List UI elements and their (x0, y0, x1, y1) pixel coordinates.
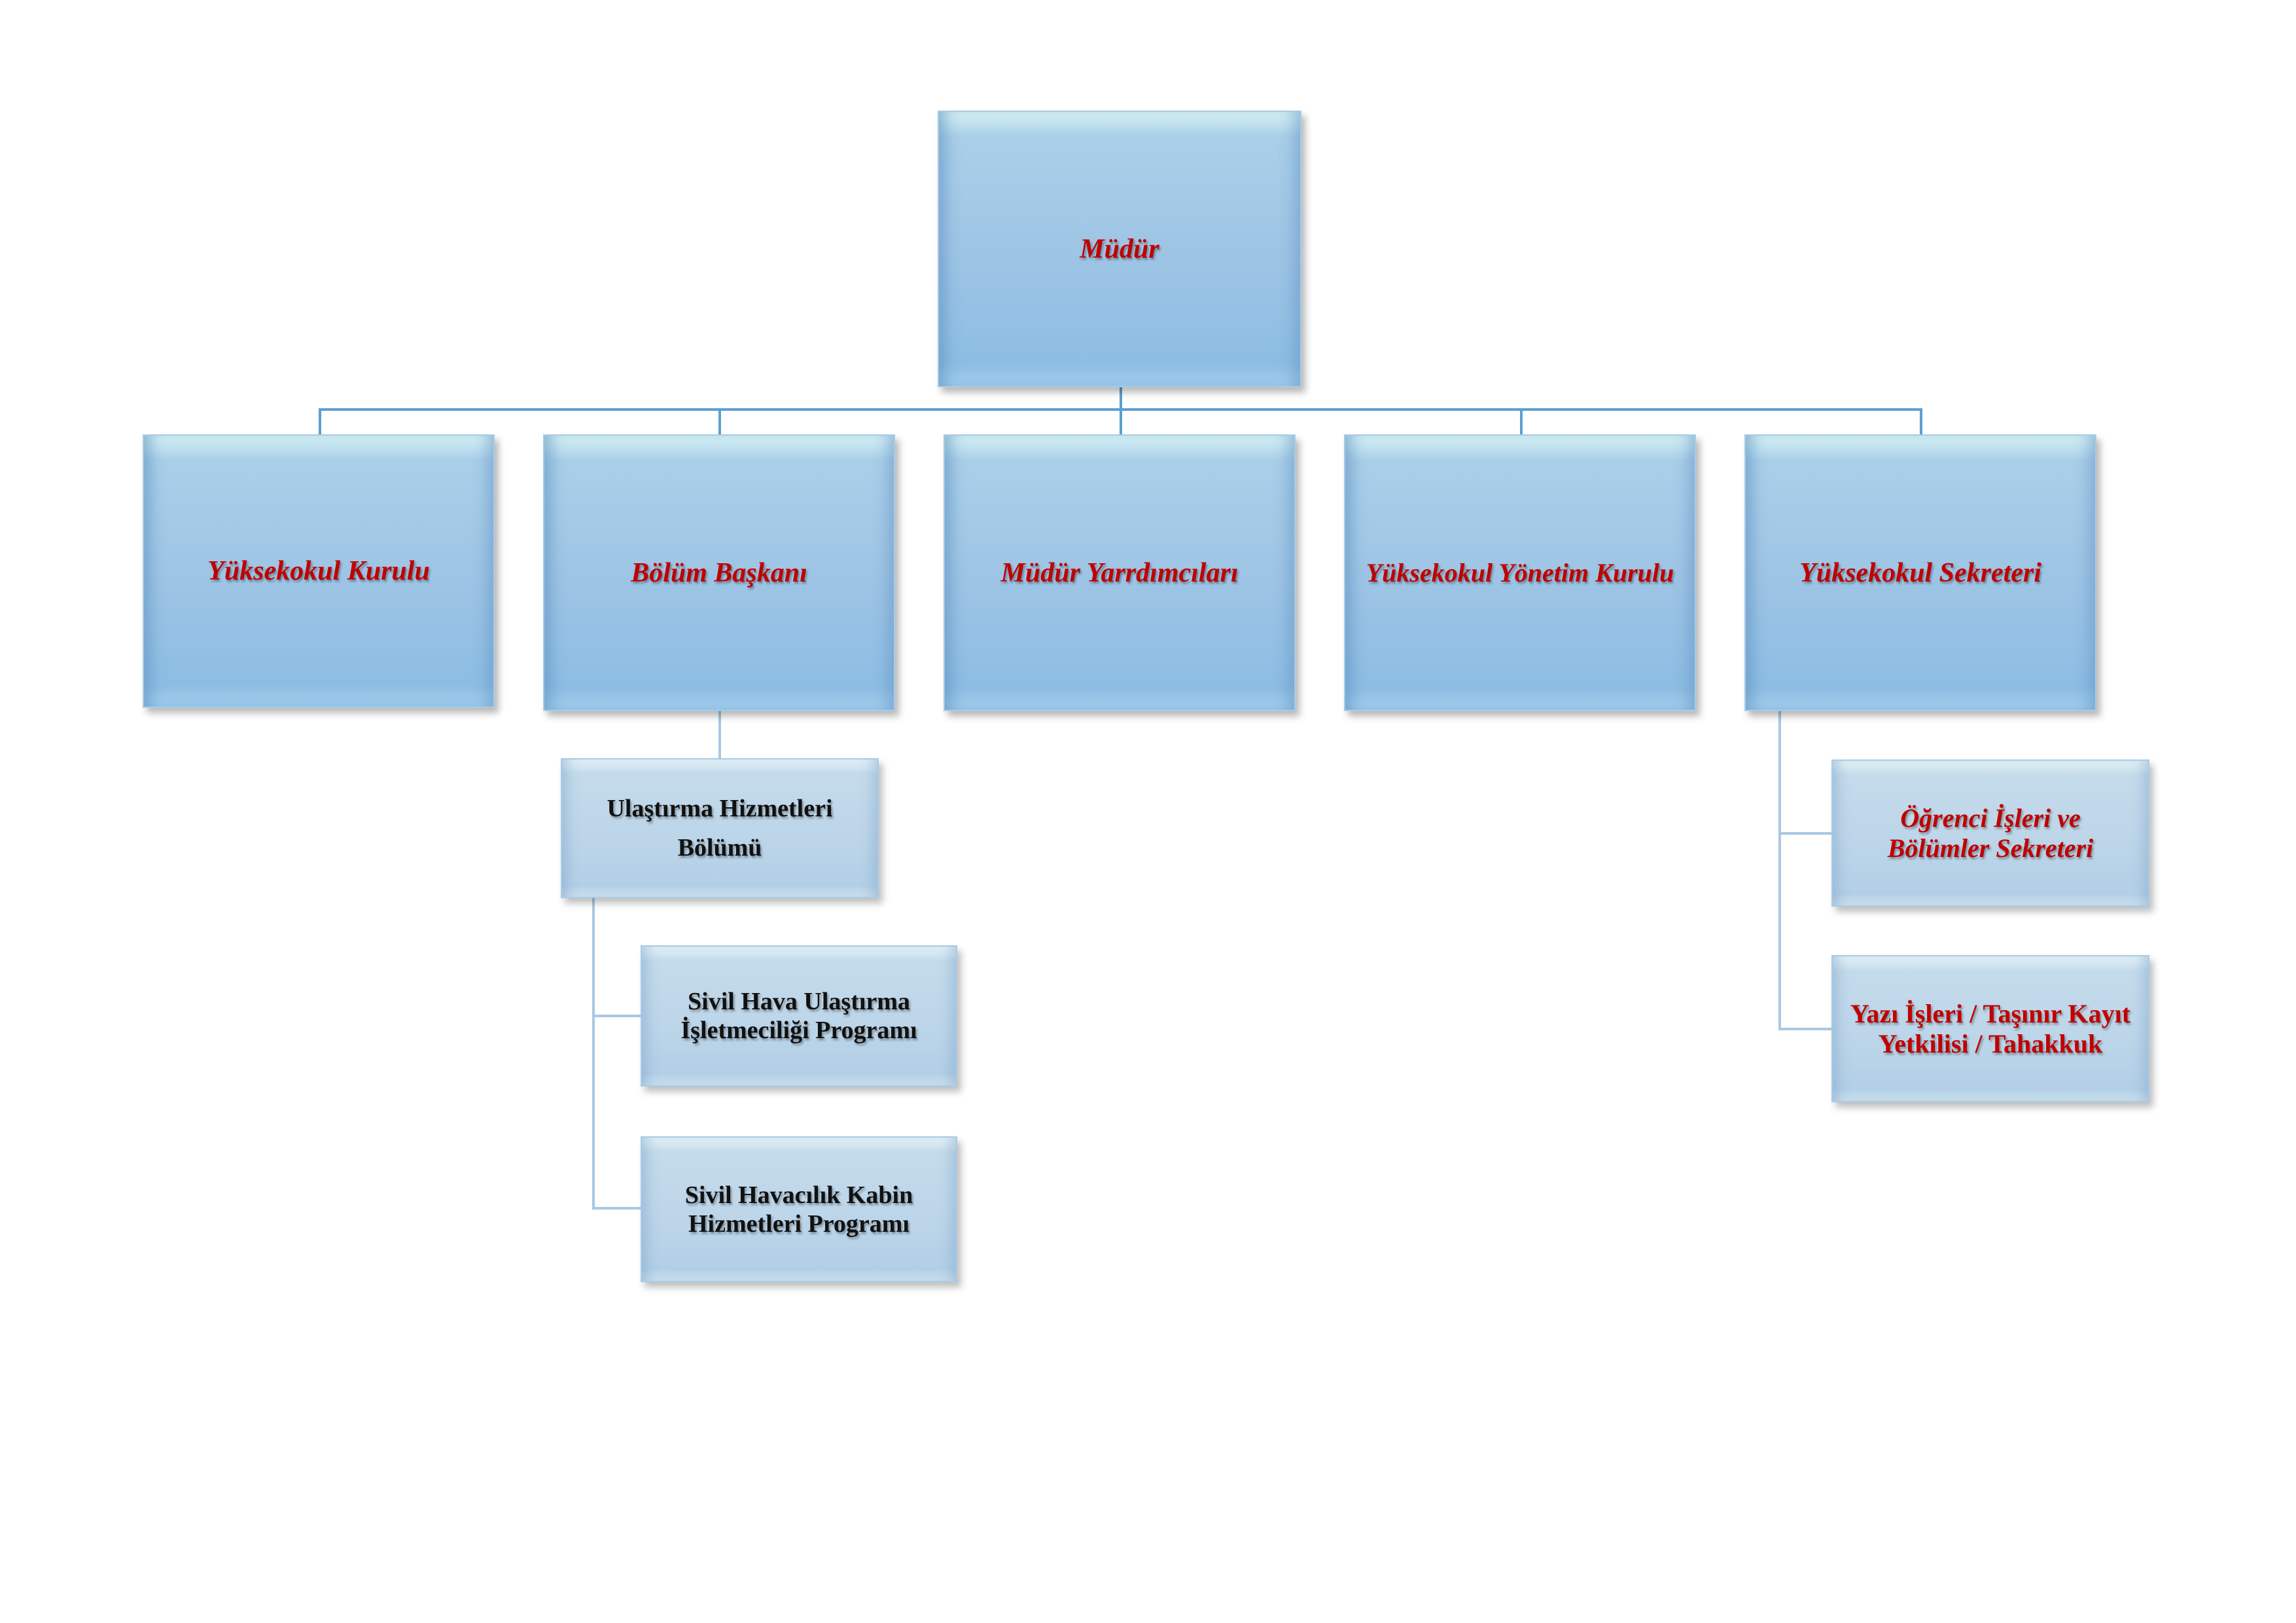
node-label: Yüksekokul Yönetim Kurulu (1366, 558, 1674, 587)
connector-department-spine (592, 898, 595, 1210)
node-label: Yazı İşleri / Taşınır Kayıt Yetkilisi / … (1850, 998, 2131, 1058)
node-label: Sivil Havacılık Kabin Hizmetleri Program… (684, 1181, 913, 1238)
node-label: Yüksekokul Kurulu (207, 556, 430, 586)
node-ogrenci-isleri: Öğrenci İşleri ve Bölümler Sekreteri (1831, 759, 2149, 907)
connector-drop-4 (1520, 408, 1523, 434)
connector-root-down (1120, 387, 1122, 410)
node-label: Sivil Hava Ulaştırma İşletmeciliği Progr… (680, 988, 917, 1044)
node-program-kabin: Sivil Havacılık Kabin Hizmetleri Program… (641, 1136, 957, 1282)
node-ulastirma-hizmetleri-bolumu: Ulaştırma Hizmetleri Bölümü (561, 758, 879, 898)
connector-secretary-spine (1778, 711, 1781, 1030)
node-bolum-baskani: Bölüm Başkanı (543, 434, 895, 711)
node-program-sivil-hava: Sivil Hava Ulaştırma İşletmeciliği Progr… (641, 945, 957, 1087)
node-label: Müdür Yarrdımcıları (1000, 557, 1239, 588)
node-label: Yüksekokul Sekreteri (1799, 557, 2041, 588)
connector-drop-3 (1120, 408, 1122, 434)
connector-program-1 (592, 1015, 642, 1017)
connector-secretariat-1 (1778, 832, 1833, 835)
connector-program-2 (592, 1207, 642, 1210)
node-yonetim-kurulu: Yüksekokul Yönetim Kurulu (1344, 434, 1696, 711)
node-yuksekokul-kurulu: Yüksekokul Kurulu (143, 434, 495, 708)
connector-drop-5 (1920, 408, 1922, 434)
node-mudur: Müdür (938, 111, 1301, 387)
connector-head-to-department (718, 711, 721, 758)
node-label: Bölüm Başkanı (631, 557, 807, 588)
node-label: Öğrenci İşleri ve Bölümler Sekreteri (1887, 803, 2094, 863)
node-yuksekokul-sekreteri: Yüksekokul Sekreteri (1744, 434, 2096, 711)
connector-drop-1 (319, 408, 321, 434)
node-label: Müdür (1080, 234, 1159, 264)
node-mudur-yardimcilari: Müdür Yarrdımcıları (944, 434, 1296, 711)
node-label: Ulaştırma Hizmetleri Bölümü (607, 795, 833, 862)
connector-drop-2 (718, 408, 721, 434)
connector-secretariat-2 (1778, 1028, 1833, 1030)
node-yazi-isleri: Yazı İşleri / Taşınır Kayıt Yetkilisi / … (1831, 955, 2149, 1102)
